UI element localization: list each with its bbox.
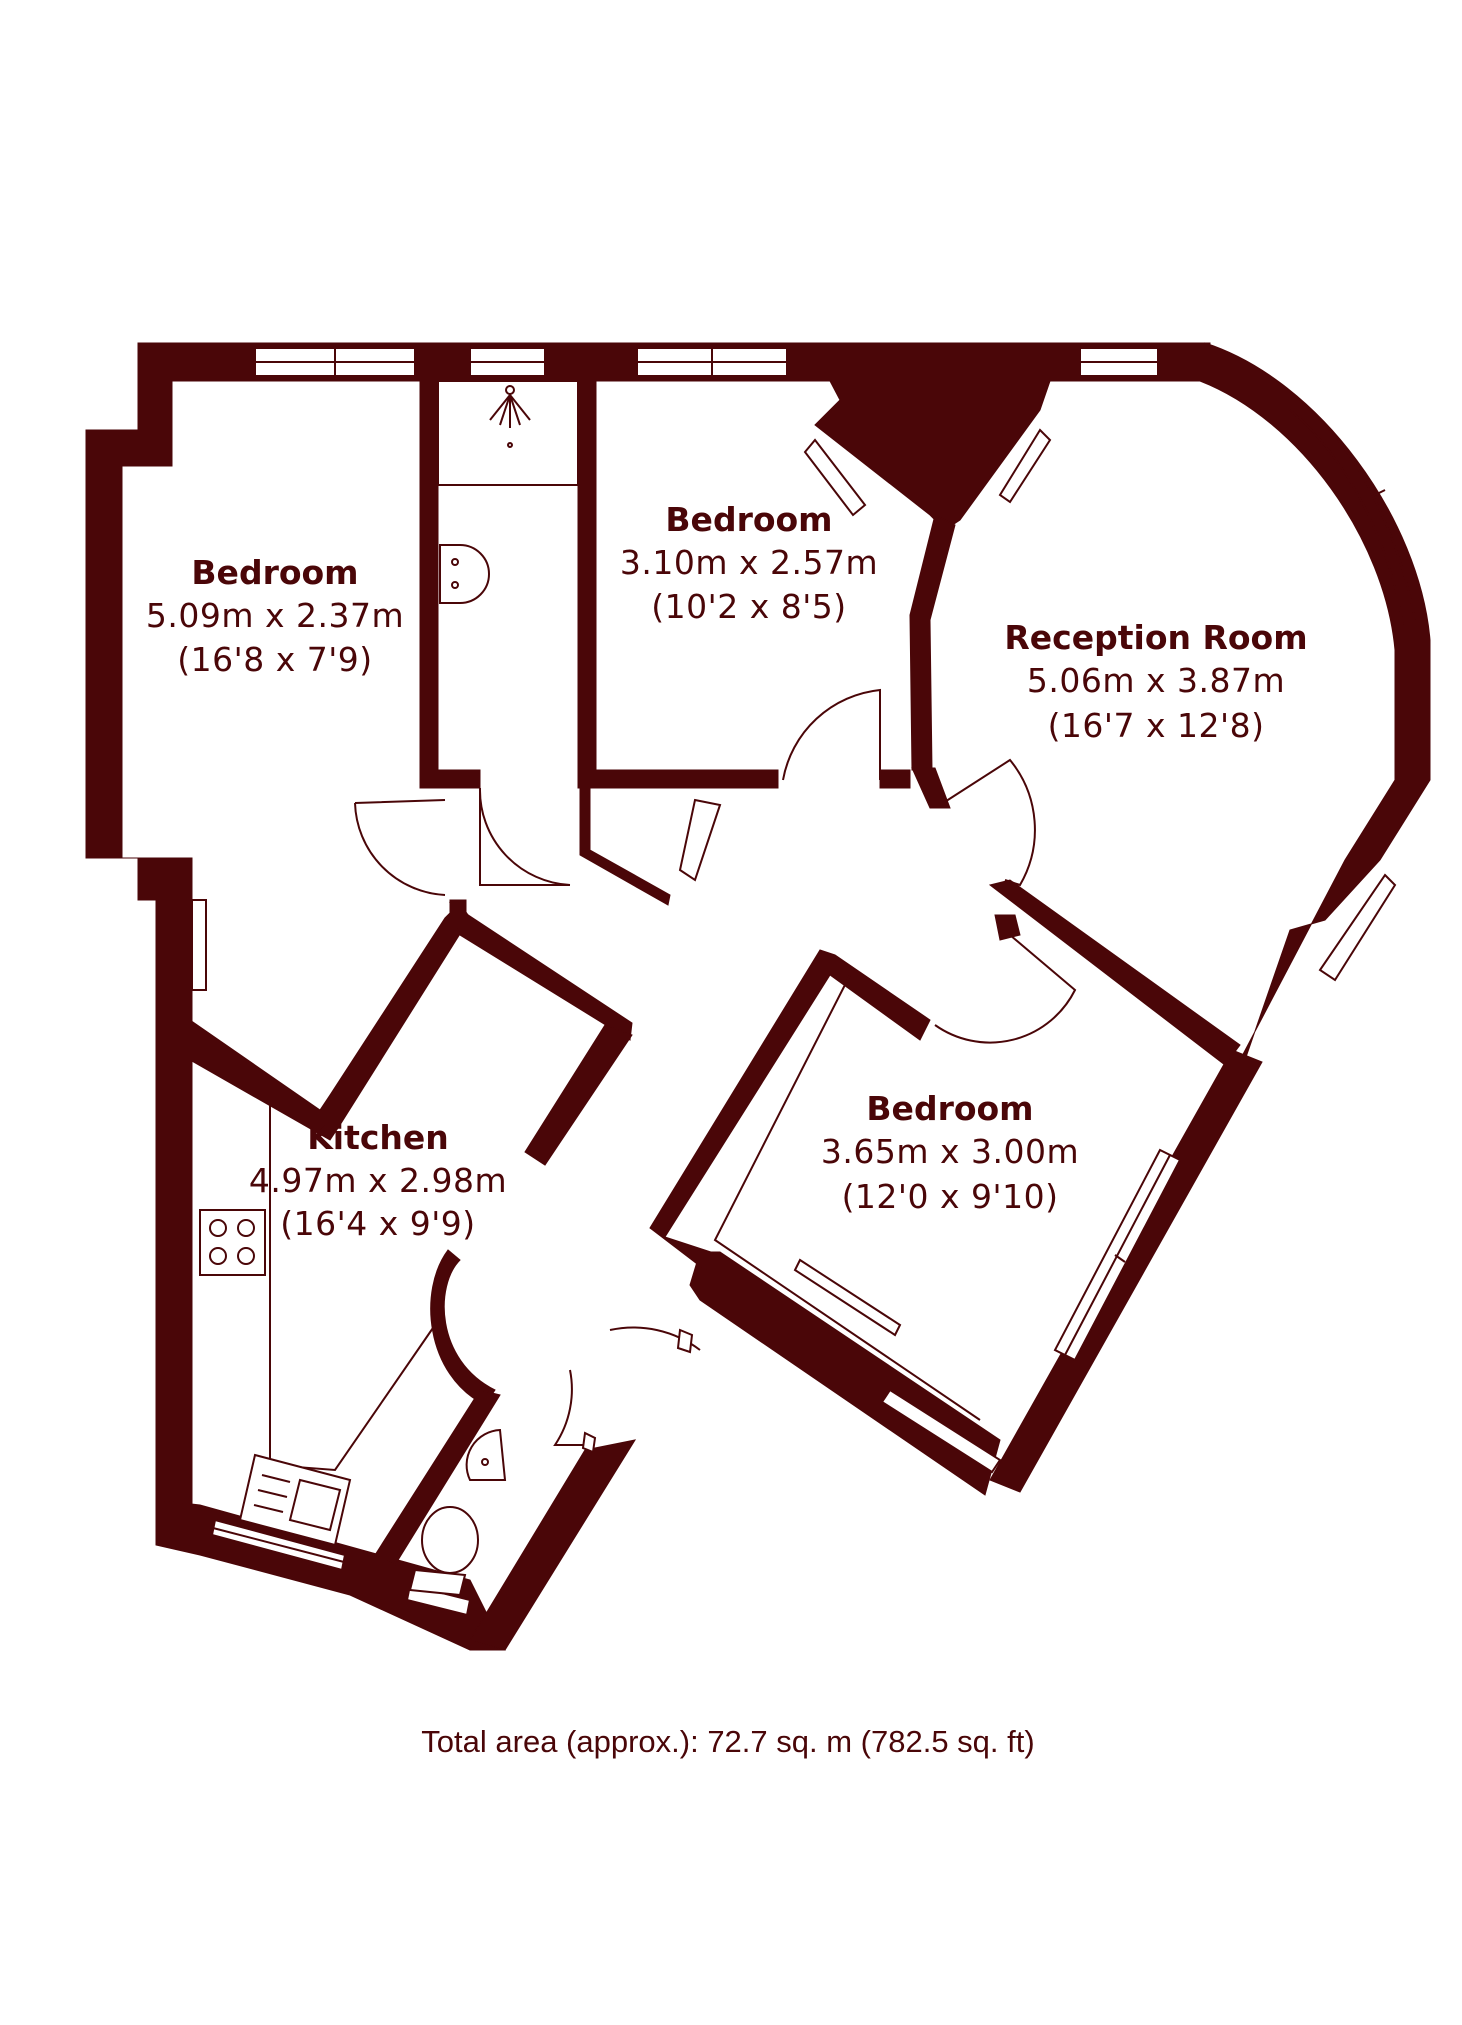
top-windows — [254, 347, 1159, 377]
room-label-kitchen: Kitchen 4.97m x 2.98m (16'4 x 9'9) — [249, 1118, 507, 1243]
room-dimensions-imperial: (16'4 x 9'9) — [280, 1204, 475, 1243]
room-label-bedroom-1: Bedroom 5.09m x 2.37m (16'8 x 7'9) — [146, 553, 404, 679]
toilet-icon — [408, 1506, 479, 1597]
room-label-bedroom-2: Bedroom 3.10m x 2.57m (10'2 x 8'5) — [620, 500, 878, 626]
room-name: Bedroom — [665, 500, 832, 539]
room-dimensions-metric: 3.65m x 3.00m — [821, 1132, 1079, 1171]
hob-icon — [199, 1209, 266, 1276]
room-dimensions-metric: 4.97m x 2.98m — [249, 1161, 507, 1200]
sink-icon — [238, 1453, 352, 1547]
room-dimensions-metric: 3.10m x 2.57m — [620, 543, 878, 582]
room-dimensions-imperial: (16'7 x 12'8) — [1048, 706, 1265, 745]
room-dimensions-imperial: (10'2 x 8'5) — [651, 587, 846, 626]
total-area: Total area (approx.): 72.7 sq. m (782.5 … — [421, 1724, 1034, 1759]
room-name: Reception Room — [1004, 618, 1307, 657]
interior-walls — [155, 380, 1241, 1566]
wc-basin-icon — [465, 1428, 507, 1481]
wardrobe — [713, 974, 981, 1421]
room-name: Kitchen — [307, 1118, 449, 1157]
exterior-walls — [85, 342, 1431, 1651]
shower-icon — [437, 380, 579, 486]
room-name: Bedroom — [866, 1089, 1033, 1128]
doors — [354, 688, 1077, 1454]
room-label-bedroom-3: Bedroom 3.65m x 3.00m (12'0 x 9'10) — [821, 1089, 1079, 1216]
room-name: Bedroom — [191, 553, 358, 592]
basin-icon — [439, 544, 490, 604]
side-windows — [191, 399, 1416, 1617]
room-dimensions-imperial: (12'0 x 9'10) — [842, 1177, 1059, 1216]
room-dimensions-metric: 5.06m x 3.87m — [1027, 661, 1285, 700]
room-dimensions-metric: 5.09m x 2.37m — [146, 596, 404, 635]
room-label-reception-room: Reception Room 5.06m x 3.87m (16'7 x 12'… — [1004, 618, 1307, 745]
built-in-units — [678, 428, 1052, 882]
room-dimensions-imperial: (16'8 x 7'9) — [177, 640, 372, 679]
